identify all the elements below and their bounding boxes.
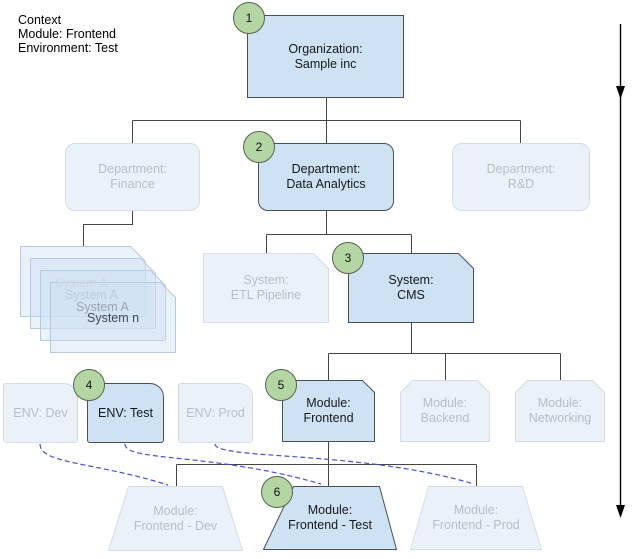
label-line: Department: xyxy=(98,162,167,176)
label-line: CMS xyxy=(397,288,425,302)
label-line: Module: xyxy=(453,503,499,517)
node-department-finance-label: Department: Finance xyxy=(98,162,167,192)
node-department-finance: Department: Finance xyxy=(65,143,200,211)
node-env-prod: ENV: Prod xyxy=(178,383,253,443)
node-organization: Organization: Sample inc xyxy=(247,15,404,98)
label-line: System: xyxy=(243,273,289,287)
card-shape xyxy=(203,253,329,323)
label-line: ETL Pipeline xyxy=(230,288,302,302)
tree-connectors xyxy=(83,98,561,486)
label-line: Frontend - Prod xyxy=(432,518,520,532)
node-module-networking-label: Module: Networking xyxy=(529,396,592,426)
node-system-stack xyxy=(20,246,176,353)
step-badge-6: 6 xyxy=(261,476,293,508)
label-line: Organization: xyxy=(288,41,363,56)
node-module-frontend-dev-label: Module: Frontend - Dev xyxy=(134,504,217,534)
step-badge-5: 5 xyxy=(265,369,297,401)
label-line: Networking xyxy=(528,411,592,425)
label-line: Finance xyxy=(110,177,155,191)
label-line: Module: xyxy=(153,503,198,518)
node-system-etl-label: System: ETL Pipeline xyxy=(231,273,301,303)
label-line: Module: xyxy=(537,396,583,410)
node-module-frontend-test: Module: Frontend - Test xyxy=(263,486,397,550)
system-stack-line-2: System A xyxy=(65,288,118,302)
label-line: Frontend - Test xyxy=(288,518,372,532)
node-env-prod-label: ENV: Prod xyxy=(186,405,245,420)
trapezoid-shape xyxy=(108,486,243,551)
node-system-cms: System: CMS xyxy=(348,253,474,323)
node-module-backend: Module: Backend xyxy=(400,380,490,442)
node-module-frontend-dev: Module: Frontend - Dev xyxy=(108,486,243,551)
context-environment: Environment: Test xyxy=(18,41,118,55)
label-line: Frontend - Dev xyxy=(133,518,218,533)
flow-direction-arrow xyxy=(616,24,625,518)
node-department-rd: Department: R&D xyxy=(452,143,590,211)
context-module: Module: Frontend xyxy=(18,27,116,41)
node-system-etl: System: ETL Pipeline xyxy=(203,253,329,323)
label-line: Backend xyxy=(420,411,470,425)
node-module-backend-label: Module: Backend xyxy=(421,396,470,426)
context-note: Context Module: Frontend Environment: Te… xyxy=(18,13,118,55)
label-line: Module: xyxy=(307,503,353,517)
node-department-rd-label: Department: R&D xyxy=(487,162,556,192)
node-organization-label: Organization: Sample inc xyxy=(288,42,362,72)
step-badge-2: 2 xyxy=(243,131,275,163)
stacked-cards-shape xyxy=(20,246,176,353)
trapezoid-shape xyxy=(263,486,397,550)
system-stack-line-1: System A xyxy=(55,276,108,290)
node-module-frontend-prod: Module: Frontend - Prod xyxy=(410,486,542,550)
step-badge-3: 3 xyxy=(332,242,364,274)
step-badge-4: 4 xyxy=(73,369,105,401)
label-line: Module: xyxy=(422,396,468,410)
node-env-dev: ENV: Dev xyxy=(3,383,78,443)
label-line: Department: xyxy=(486,162,556,176)
label-line: Sample inc xyxy=(294,56,357,71)
label-line: Module: xyxy=(306,396,351,410)
label-line: System: xyxy=(388,273,434,287)
node-env-test-label: ENV: Test xyxy=(98,405,153,420)
node-system-cms-label: System: CMS xyxy=(388,273,433,303)
bevel-shape xyxy=(400,380,490,442)
node-module-networking: Module: Networking xyxy=(515,380,605,442)
label-line: Frontend xyxy=(303,411,354,425)
bevel-shape xyxy=(515,380,605,442)
node-department-data-analytics-label: Department: Data Analytics xyxy=(286,162,365,192)
card-shape xyxy=(348,253,474,323)
node-module-frontend-prod-label: Module: Frontend - Prod xyxy=(432,503,520,533)
env-binding-dashed-edges xyxy=(39,443,475,486)
system-stack-line-3: System A xyxy=(76,300,129,314)
node-env-dev-label: ENV: Dev xyxy=(13,405,68,420)
label-line: Data Analytics xyxy=(286,177,366,191)
context-title: Context xyxy=(18,13,62,27)
step-badge-1: 1 xyxy=(233,2,265,34)
node-department-data-analytics: Department: Data Analytics xyxy=(258,143,394,211)
label-line: R&D xyxy=(507,177,535,191)
trapezoid-shape xyxy=(410,486,542,550)
node-module-frontend-label: Module: Frontend xyxy=(303,396,353,426)
label-line: Department: xyxy=(291,162,361,176)
system-stack-line-4: System n xyxy=(87,311,140,325)
node-module-frontend-test-label: Module: Frontend - Test xyxy=(288,503,372,533)
